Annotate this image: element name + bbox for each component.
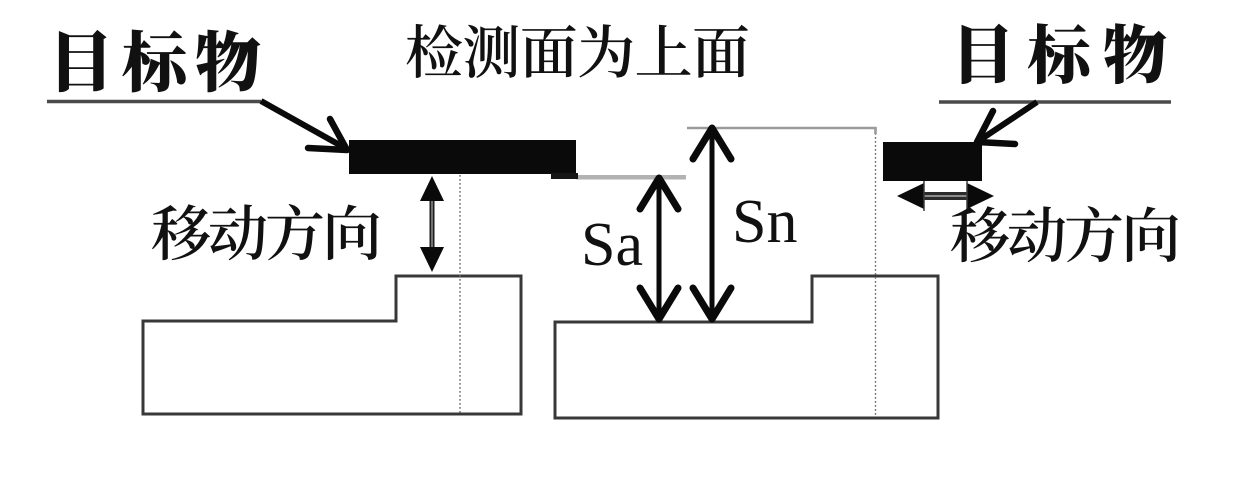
svg-text:Sa: Sa: [581, 211, 643, 279]
svg-text:Sn: Sn: [732, 188, 797, 256]
